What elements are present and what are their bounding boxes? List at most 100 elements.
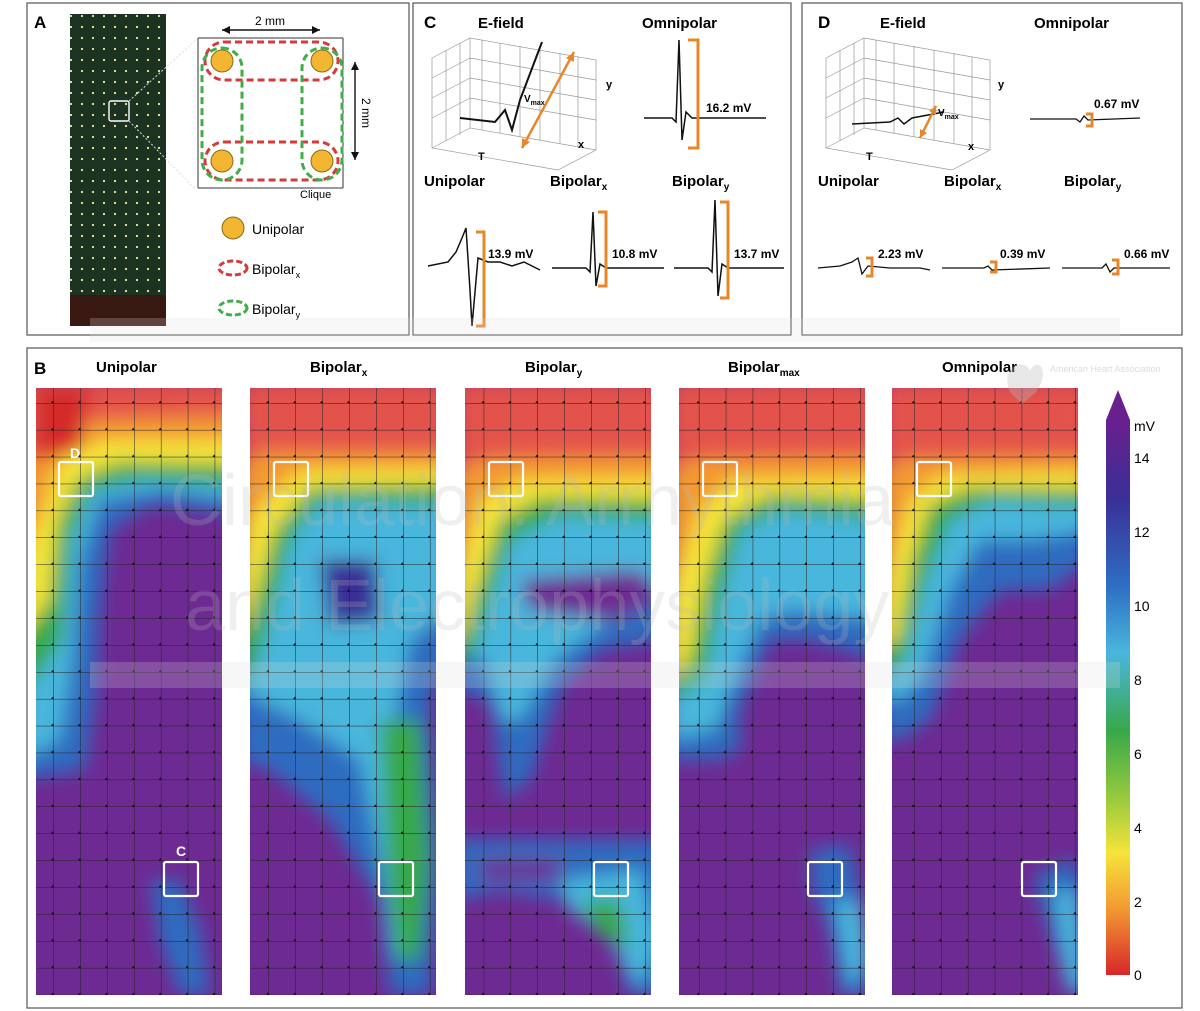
panel-c-axis-t: T	[478, 151, 485, 163]
clique-legend: Unipolar Bipolarx Bipolary	[217, 216, 304, 320]
map1-c-box	[377, 860, 415, 898]
panel-c-vmax-label: Vmax	[524, 94, 545, 107]
panel-a: A 2 mm 2 mm	[26, 2, 410, 336]
panel-d-bipolar-y-trace	[1062, 262, 1170, 274]
map-title-bipolar-x: Bipolarx	[310, 359, 368, 379]
zoom-region-box	[108, 100, 130, 122]
panel-c-omni-trace	[644, 39, 766, 141]
electrode-3	[210, 149, 234, 173]
map-title-bipolar-y: Bipolary	[525, 359, 583, 379]
map4-c-box	[1020, 860, 1058, 898]
panel-c-3d-axes	[431, 37, 597, 171]
marker-c-box	[162, 860, 200, 898]
panel-d-bipolar-x-title: Bipolarx	[944, 173, 1002, 193]
colorbar-tick-6: 6	[1134, 746, 1142, 762]
panel-d-efield-title: E-field	[880, 15, 926, 32]
colorbar-tick-2: 2	[1134, 894, 1142, 910]
heart-icon	[1007, 364, 1043, 404]
panel-c-bipolar-y-value: 13.7 mV	[734, 247, 779, 261]
panel-d-frame	[801, 2, 1183, 336]
colorbar-tick-12: 12	[1134, 524, 1150, 540]
marker-d-label: D	[70, 445, 80, 461]
panel-d-bipolar-y-bracket	[1112, 258, 1120, 276]
panel-d-unipolar-value: 2.23 mV	[878, 247, 923, 261]
panel-d-omni-title: Omnipolar	[1034, 15, 1109, 32]
panel-c-omni-value: 16.2 mV	[706, 101, 751, 115]
panel-c-axis-x: x	[578, 139, 585, 151]
legend-bipolar-y-icon	[217, 299, 249, 317]
electrode-array-base	[70, 295, 166, 326]
panel-d-bipolar-x-trace	[942, 265, 1051, 271]
colorbar-tick-0: 0	[1134, 967, 1142, 983]
colorbar-tick-4: 4	[1134, 820, 1142, 836]
clique-diagram: 2 mm 2 mm Clique	[197, 14, 373, 201]
panel-d-omni-trace	[1030, 114, 1141, 123]
panel-c-efield-trace	[459, 41, 543, 134]
colorbar-tick-10: 10	[1134, 598, 1150, 614]
map-bipolar-y	[465, 388, 651, 995]
panel-c-bipolar-x-bracket	[598, 210, 608, 288]
zoom-line-bottom	[128, 120, 197, 191]
panel-d-axis-t: T	[866, 151, 873, 163]
panel-c: C E-field Omnipolar Vmax y x T 16.2 mV U…	[412, 2, 792, 336]
panel-c-unipolar-value: 13.9 mV	[488, 247, 533, 261]
map-title-omnipolar: Omnipolar	[942, 359, 1017, 376]
panel-d-unipolar-title: Unipolar	[818, 173, 879, 190]
map3-c-box	[806, 860, 844, 898]
bipolar-y-clique-left	[200, 46, 244, 182]
panel-c-omni-title: Omnipolar	[642, 15, 717, 32]
panel-d-axis-x: x	[968, 141, 975, 153]
electrode-1	[210, 49, 234, 73]
panel-c-vmax-arrow	[520, 51, 576, 149]
panel-d: D E-field Omnipolar Vmax y x T 0.67 mV U…	[801, 2, 1183, 336]
map4-d-box	[915, 460, 953, 498]
legend-bipolar-x-icon	[217, 259, 249, 277]
panel-c-unipolar-title: Unipolar	[424, 173, 485, 190]
panel-d-bipolar-y-value: 0.66 mV	[1124, 247, 1169, 261]
clique-label: Clique	[300, 189, 331, 201]
panel-a-letter: A	[34, 13, 46, 32]
colorbar: mV 14 12 10 8 6 4 2 0	[1106, 390, 1156, 983]
map1-d-box	[272, 460, 310, 498]
colorbar-unit: mV	[1134, 418, 1156, 434]
colorbar-tick-14: 14	[1134, 450, 1150, 466]
panel-c-omni-bracket	[688, 38, 700, 150]
electrode-array-dots	[70, 14, 166, 300]
map3-d-box	[701, 460, 739, 498]
panel-c-letter: C	[424, 13, 436, 32]
watermark: Circulation: Arrhythmia and Electrophysi…	[90, 318, 1120, 688]
bipolar-x-clique-top	[203, 40, 340, 82]
map-unipolar	[36, 388, 222, 995]
watermark-line-2: and Electrophysiology	[185, 566, 889, 646]
panel-c-vmax-head-1	[566, 52, 574, 62]
bipolar-x-clique-bottom	[203, 140, 340, 182]
panel-b: B Unipolar Bipolarx Bipolary Bipolarmax …	[26, 347, 1183, 1009]
map-title-bipolar-max: Bipolarmax	[728, 359, 800, 379]
colorbar-arrow	[1106, 390, 1130, 420]
panel-d-bipolar-x-bracket	[990, 260, 998, 274]
panel-d-omni-bracket	[1086, 112, 1094, 128]
panel-c-unipolar-bracket	[476, 230, 486, 328]
legend-unipolar-label: Unipolar	[252, 221, 304, 237]
watermark-band-top	[90, 318, 1120, 342]
legend-unipolar-icon	[221, 216, 245, 240]
bipolar-y-clique-right	[300, 46, 344, 182]
electrode-2	[310, 49, 334, 73]
watermark-logo-text: American Heart Association	[1050, 364, 1161, 374]
panel-d-3d-axes	[825, 37, 991, 171]
legend-bipolar-y-label: Bipolary	[252, 301, 301, 320]
map-title-unipolar: Unipolar	[96, 359, 157, 376]
electrode-4	[310, 149, 334, 173]
watermark-line-1: Circulation: Arrhythmia	[170, 461, 895, 541]
panel-d-bipolar-y-title: Bipolary	[1064, 173, 1122, 193]
panel-d-unipolar-bracket	[866, 256, 874, 278]
panel-c-bipolar-y-title: Bipolary	[672, 173, 730, 193]
marker-c-label: C	[176, 843, 186, 859]
panel-c-bipolar-x-title: Bipolarx	[550, 173, 608, 193]
panel-c-bipolar-x-value: 10.8 mV	[612, 247, 657, 261]
panel-d-unipolar-trace	[817, 256, 931, 276]
panel-d-efield-trace	[851, 111, 945, 125]
dim-vertical: 2 mm	[359, 98, 373, 128]
panel-c-unipolar-trace	[427, 227, 541, 327]
